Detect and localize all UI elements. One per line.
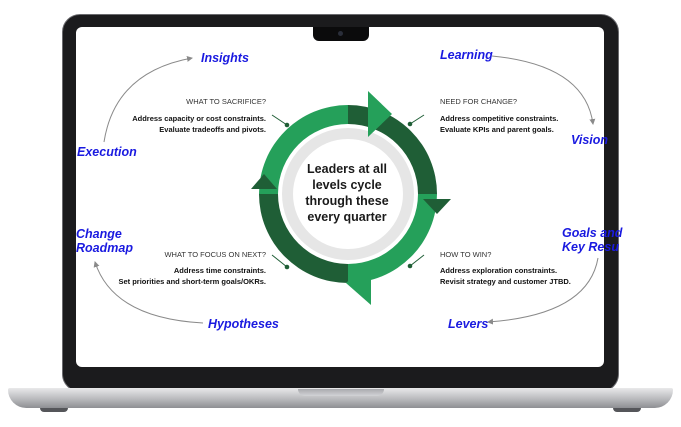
label-vision: Vision (571, 133, 609, 147)
label-change-roadmap-1: Change (76, 227, 122, 241)
quadrant-line: Address capacity or cost constraints. (132, 114, 266, 123)
label-execution: Execution (77, 145, 137, 159)
laptop-base (8, 388, 673, 408)
arrowhead-right (423, 199, 451, 214)
ring-segment-top-left (259, 105, 348, 194)
quadrant-body-bottom-left: Address time constraints. Set priorities… (110, 265, 266, 287)
quadrant-heading-top-left: WHAT TO SACRIFICE? (186, 97, 266, 106)
label-change-roadmap-2: Roadmap (76, 241, 133, 255)
label-goals-1: Goals and (562, 226, 623, 240)
quadrant-heading-top-right: NEED FOR CHANGE? (440, 97, 518, 106)
laptop-foot-left (40, 408, 68, 412)
label-insights: Insights (201, 51, 249, 65)
arc-learning-to-vision (491, 55, 596, 125)
quadrant-line: Revisit strategy and customer JTBD. (440, 277, 571, 286)
camera-icon (338, 31, 343, 36)
quadrant-heading-bottom-right: HOW TO WIN? (440, 250, 492, 259)
center-caption: Leaders at all levels cycle through thes… (294, 161, 400, 225)
arrowhead-left (251, 174, 277, 189)
arc-goals-to-levers (487, 257, 599, 325)
connector-dot-top-right (407, 121, 413, 127)
inner-white-disc (293, 139, 403, 249)
arc-execution-to-insights (103, 55, 193, 143)
label-hypotheses: Hypotheses (208, 317, 279, 331)
connector-bottom-left (271, 254, 288, 268)
connector-bottom-right (409, 254, 425, 267)
center-line-2: levels cycle (312, 178, 382, 192)
quadrant-body-top-right: Address competitive constraints. Evaluat… (440, 113, 558, 135)
arrowhead-bottom (346, 260, 371, 305)
center-line-4: every quarter (307, 210, 387, 224)
label-learning: Learning (440, 48, 493, 62)
connector-top-right (409, 114, 425, 125)
laptop-opening-notch (298, 389, 384, 396)
connector-top-left (271, 114, 288, 126)
quadrant-heading-bottom-left: WHAT TO FOCUS ON NEXT? (164, 250, 266, 259)
label-goals-2: Key Resu (562, 240, 619, 254)
connector-dot-bottom-left (284, 264, 290, 270)
arc-hypotheses-to-roadmap (93, 261, 204, 324)
quadrant-line: Address time constraints. (173, 266, 266, 275)
center-line-3: through these (305, 194, 389, 208)
label-levers: Levers (448, 317, 489, 331)
quadrant-line: Set priorities and short-term goals/OKRs… (118, 277, 266, 286)
ring-segment-bottom-left (259, 194, 348, 283)
connector-dot-bottom-right (407, 263, 413, 269)
arrowhead-top (368, 91, 392, 137)
center-line-1: Leaders at all (307, 162, 387, 176)
connector-dot-top-left (284, 122, 290, 128)
quadrant-line: Address competitive constraints. (440, 114, 559, 123)
quadrant-line: Evaluate KPIs and parent goals. (440, 125, 554, 134)
quadrant-line: Address exploration constraints. (440, 266, 558, 275)
quadrant-line: Evaluate tradeoffs and pivots. (159, 125, 266, 134)
quadrant-body-bottom-right: Address exploration constraints. Revisit… (440, 265, 571, 287)
quadrant-body-top-left: Address capacity or cost constraints. Ev… (120, 113, 266, 135)
laptop-foot-right (613, 408, 641, 412)
